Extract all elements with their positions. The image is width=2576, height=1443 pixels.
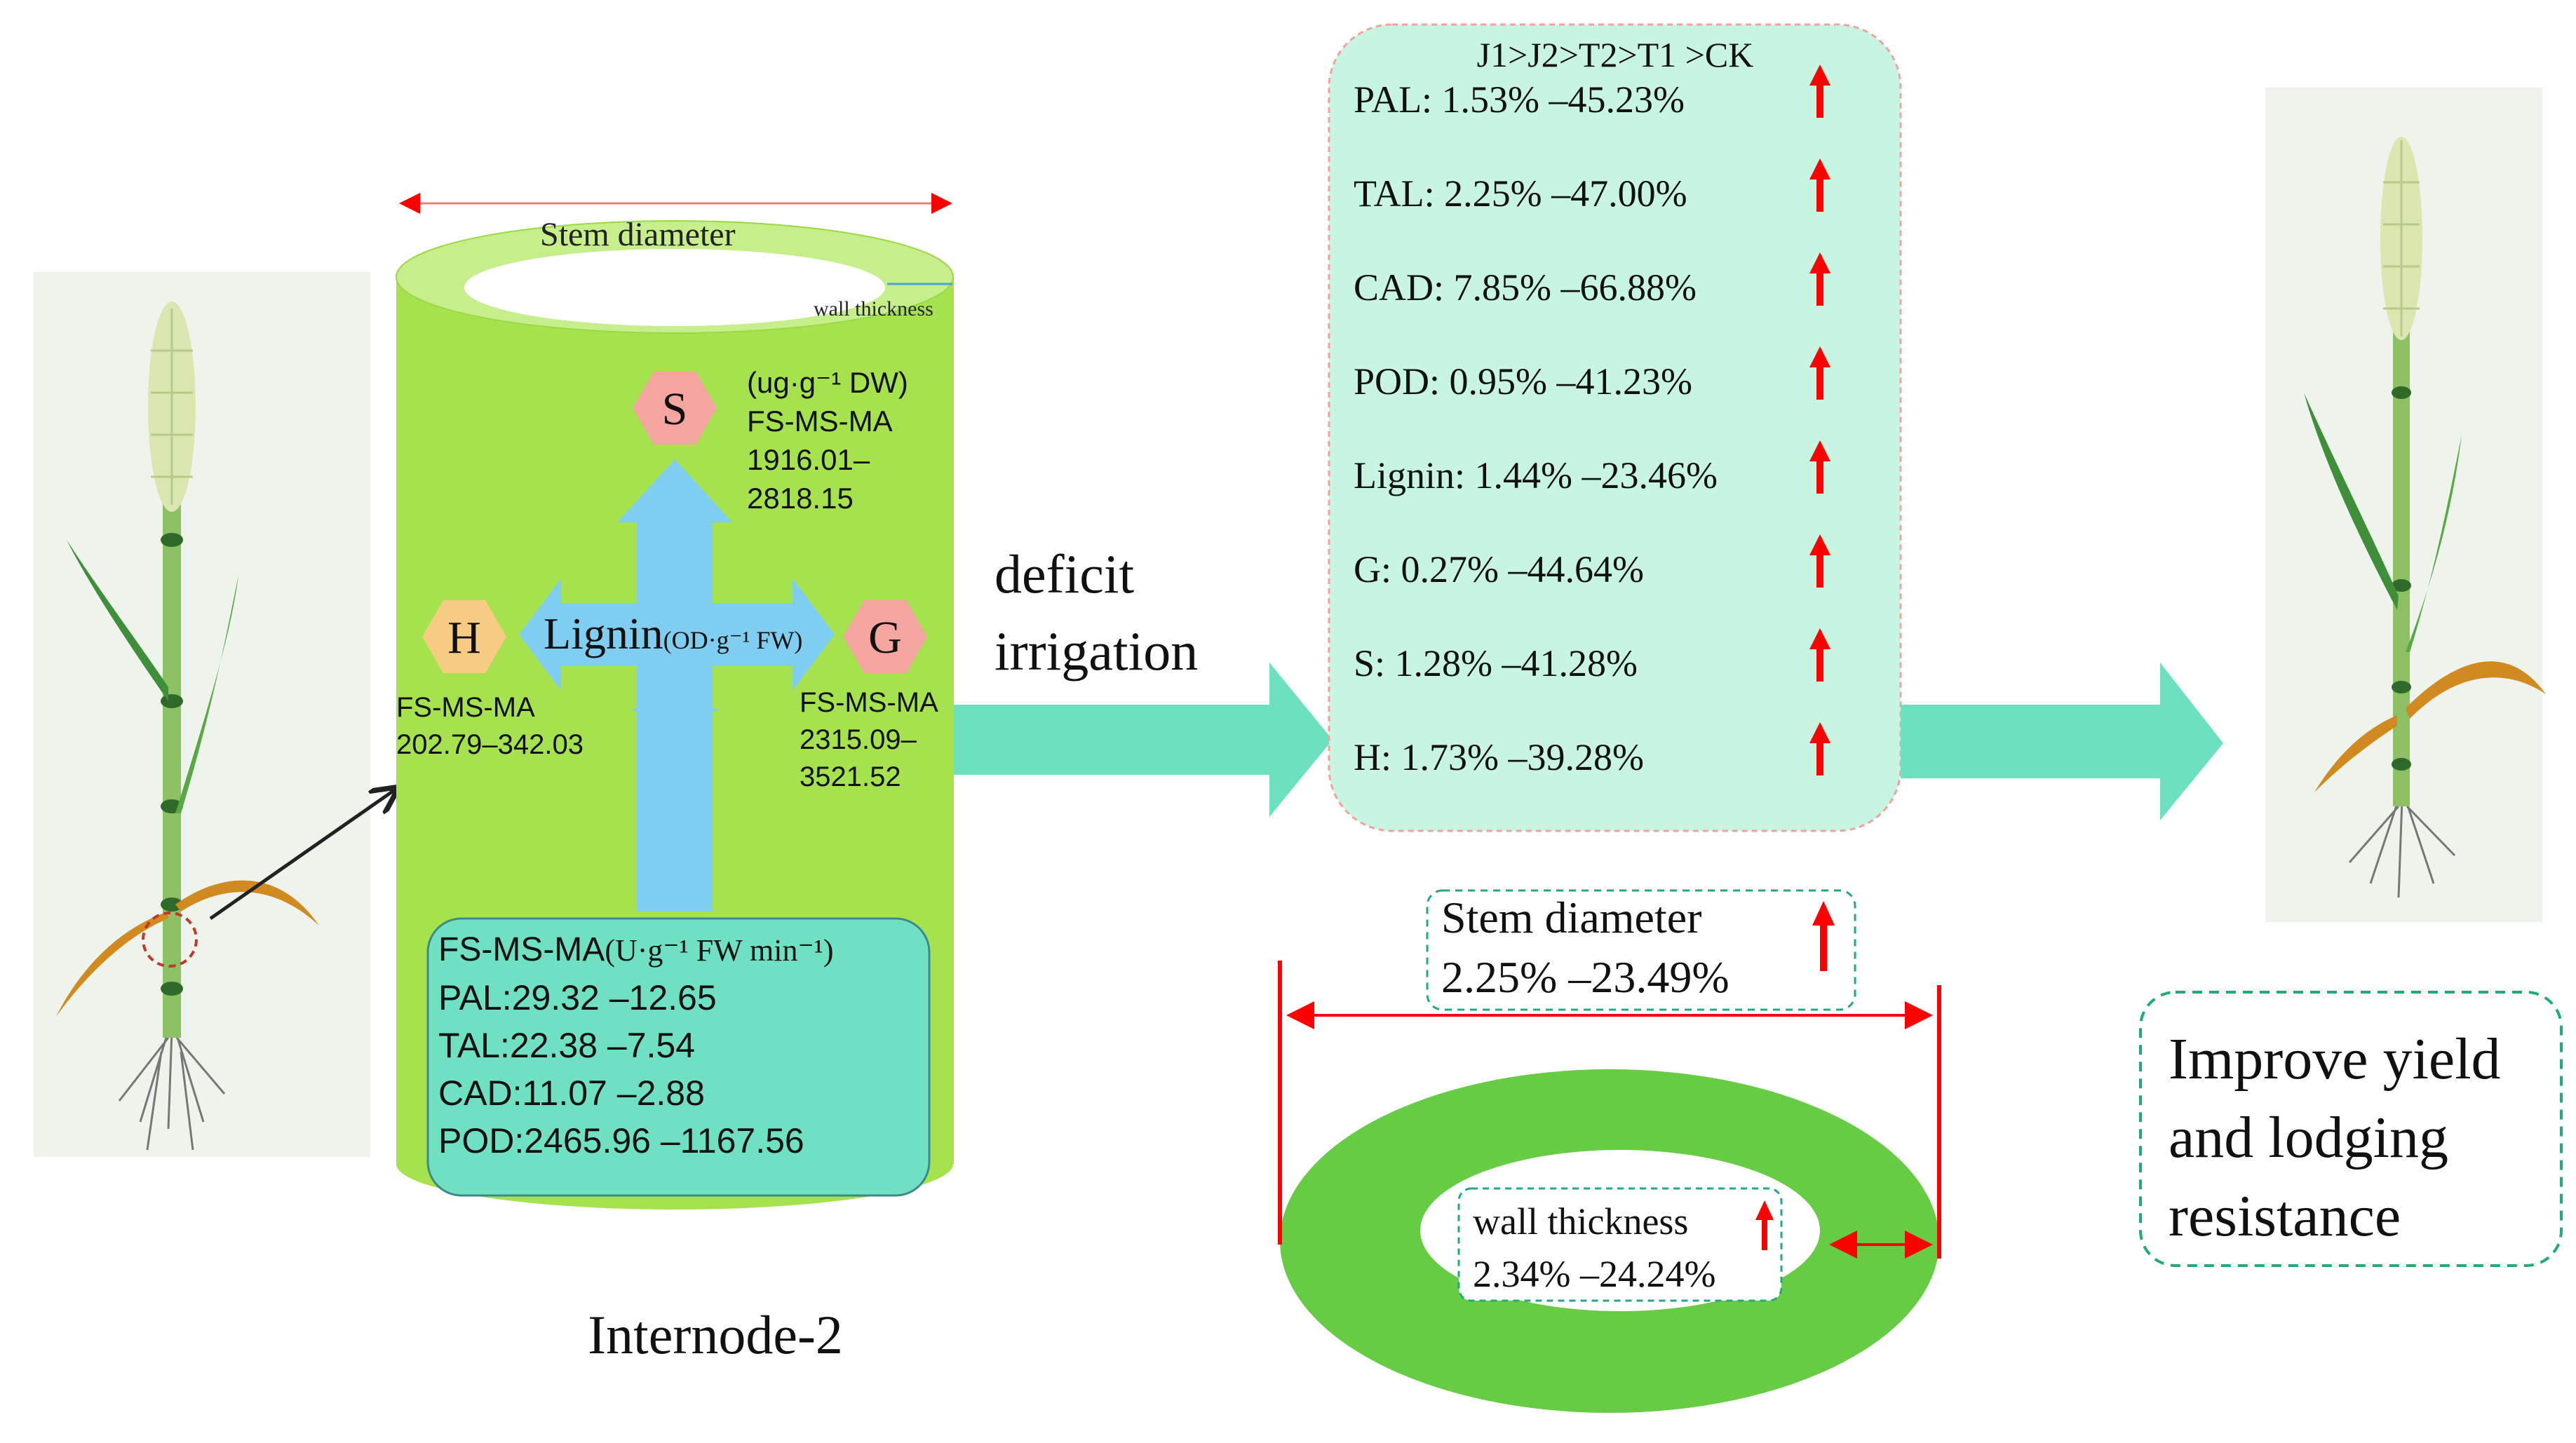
result-item: Lignin: 1.44% –23.46% [1354, 454, 1718, 496]
results-list: PAL: 1.53% –45.23% TAL: 2.25% –47.00% CAD:… [1354, 65, 1830, 778]
outcome-box [2139, 991, 2563, 1267]
stem-diameter-increase-icon [1812, 901, 1835, 971]
svg-text:H: H [447, 612, 481, 663]
lignin-label: Lignin(OD·g⁻¹ FW) [544, 609, 802, 658]
stem-diameter-title: Stem diameter [1441, 893, 1701, 942]
increase-arrow-icon [1809, 440, 1830, 494]
increase-arrow-icon [1809, 722, 1830, 775]
outcome-line-2: and lodging [2169, 1105, 2448, 1170]
result-item: H: 1.73% –39.28% [1354, 736, 1644, 778]
stem-diameter-value: 2.25% –23.49% [1441, 952, 1729, 1002]
results-box [1328, 23, 1902, 832]
increase-arrow-icon [1809, 534, 1830, 588]
s-group: FS-MS-MA [747, 405, 893, 438]
s-monomer-hexagon: S [633, 372, 717, 445]
result-item: CAD: 7.85% –66.88% [1354, 266, 1697, 309]
treatment-line-1: deficit [994, 543, 1135, 604]
result-item: TAL: 2.25% –47.00% [1354, 172, 1687, 215]
enzyme-line-cad: CAD:11.07 –2.88 [438, 1073, 705, 1113]
wall-thickness-title: wall thickness [1473, 1200, 1688, 1242]
increase-arrow-icon [1809, 628, 1830, 682]
cylinder-stem-diameter-label: Stem diameter [540, 216, 736, 253]
g-group: FS-MS-MA [800, 687, 938, 718]
wall-thickness-value: 2.34% –24.24% [1473, 1253, 1715, 1295]
treatment-ranking: J1>J2>T2>T1 >CK [1477, 35, 1754, 74]
enzyme-line-pal: PAL:29.32 –12.65 [438, 978, 717, 1017]
lignin-cross-arrows [519, 459, 835, 912]
result-item: G: 0.27% –44.64% [1354, 548, 1644, 590]
g-monomer-hexagon: G [843, 600, 927, 673]
g-range-end: 3521.52 [800, 761, 901, 792]
result-item: S: 1.28% –41.28% [1354, 642, 1638, 684]
stem-diameter-box [1426, 889, 1856, 1011]
outcome-arrow [1901, 663, 2223, 820]
wall-thickness-increase-icon [1755, 1200, 1774, 1250]
left-plant-illustration [34, 272, 396, 1157]
enzyme-line-pod: POD:2465.96 –1167.56 [438, 1121, 804, 1160]
h-range: 202.79–342.03 [396, 729, 584, 760]
increase-arrow-icon [1809, 158, 1830, 212]
s-range-end: 2818.15 [747, 482, 854, 515]
ring-diameter-measure [1278, 961, 1941, 1259]
treatment-line-2: irrigation [994, 621, 1198, 682]
outcome-line-3: resistance [2169, 1184, 2401, 1249]
enzyme-line-tal: TAL:22.38 –7.54 [438, 1026, 695, 1065]
h-monomer-hexagon: H [422, 600, 506, 673]
svg-text:G: G [868, 612, 902, 663]
h-group: FS-MS-MA [396, 692, 535, 723]
enzyme-activity-box: FS-MS-MA(U·g⁻¹ FW min⁻¹) PAL:29.32 –12.6… [426, 917, 931, 1197]
increase-arrow-icon [1809, 346, 1830, 400]
g-range-start: 2315.09– [800, 724, 917, 755]
internode-caption: Internode-2 [588, 1304, 843, 1365]
enzyme-box-title: FS-MS-MA(U·g⁻¹ FW min⁻¹) [438, 931, 834, 968]
outcome-line-1: Improve yield [2169, 1027, 2501, 1092]
s-range-start: 1916.01– [747, 443, 870, 476]
s-unit: (ug·g⁻¹ DW) [747, 366, 908, 399]
result-item: POD: 0.95% –41.23% [1354, 360, 1692, 402]
right-plant-illustration [2265, 88, 2546, 922]
increase-arrow-icon [1809, 252, 1830, 306]
svg-text:S: S [662, 384, 688, 435]
cylinder-wall-thickness-label: wall thickness [814, 297, 933, 320]
result-item: PAL: 1.53% –45.23% [1354, 79, 1685, 121]
deficit-irrigation-arrow [954, 663, 1333, 817]
increase-arrow-icon [1809, 65, 1830, 118]
wall-thickness-box [1457, 1187, 1783, 1302]
